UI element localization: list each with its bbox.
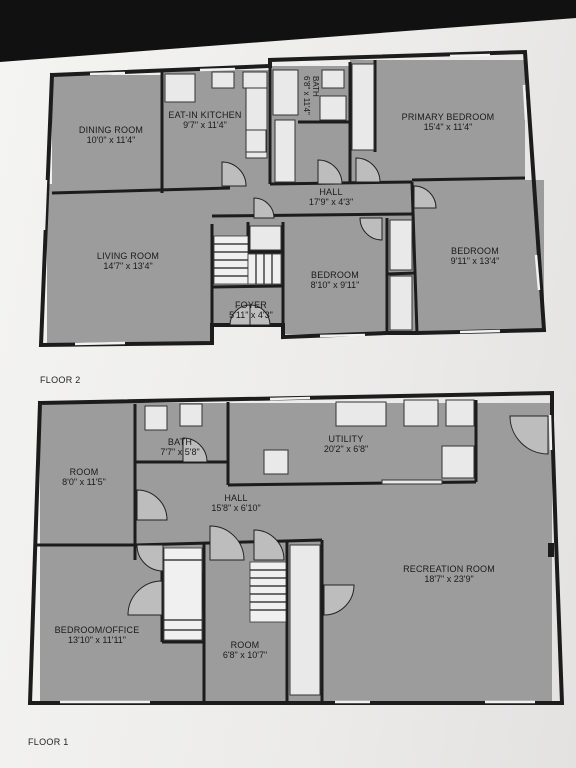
room-label-bedroom-a: BEDROOM 8'10" x 9'11" [310, 270, 360, 290]
room-label-living-room: LIVING ROOM 14'7" x 13'4" [96, 251, 160, 271]
room-label-hall-floor-1: HALL 15'8" x 6'10" [211, 493, 261, 513]
room-label-bath-floor-2: BATH 6'8" x 11'4" [302, 76, 320, 115]
room-label-dining-room: DINING ROOM 10'0" x 11'4" [78, 125, 144, 145]
floor-1-title: FLOOR 1 [28, 737, 69, 747]
floor-2-plan [38, 49, 547, 348]
room-label-room-a: ROOM 8'0" x 11'5" [62, 467, 106, 487]
room-label-bedroom-b: BEDROOM 9'11" x 13'4" [450, 246, 500, 266]
room-label-hall-floor-2: HALL 17'9" x 4'3" [308, 187, 354, 207]
floor-2-title: FLOOR 2 [40, 375, 81, 385]
room-label-bath-floor-1: BATH 7'7" x 5'8" [160, 437, 200, 457]
floor-1-plan [27, 390, 565, 705]
room-label-utility: UTILITY 20'2" x 6'8" [323, 434, 369, 454]
room-label-primary-bedroom: PRIMARY BEDROOM 15'4" x 11'4" [401, 112, 495, 132]
room-label-room-b: ROOM 6'8" x 10'7" [222, 640, 268, 660]
room-label-recreation-room: RECREATION ROOM 18'7" x 23'9" [403, 564, 495, 584]
stairs-floor-1 [163, 547, 287, 641]
room-label-bedroom-office: BEDROOM/OFFICE 13'10" x 11'11" [54, 625, 140, 645]
room-label-foyer: FOYER 5'11" x 4'3" [229, 300, 273, 320]
stairs-floor-2 [213, 235, 282, 285]
room-label-eat-in-kitchen: EAT-IN KITCHEN 9'7" x 11'4" [168, 110, 242, 130]
